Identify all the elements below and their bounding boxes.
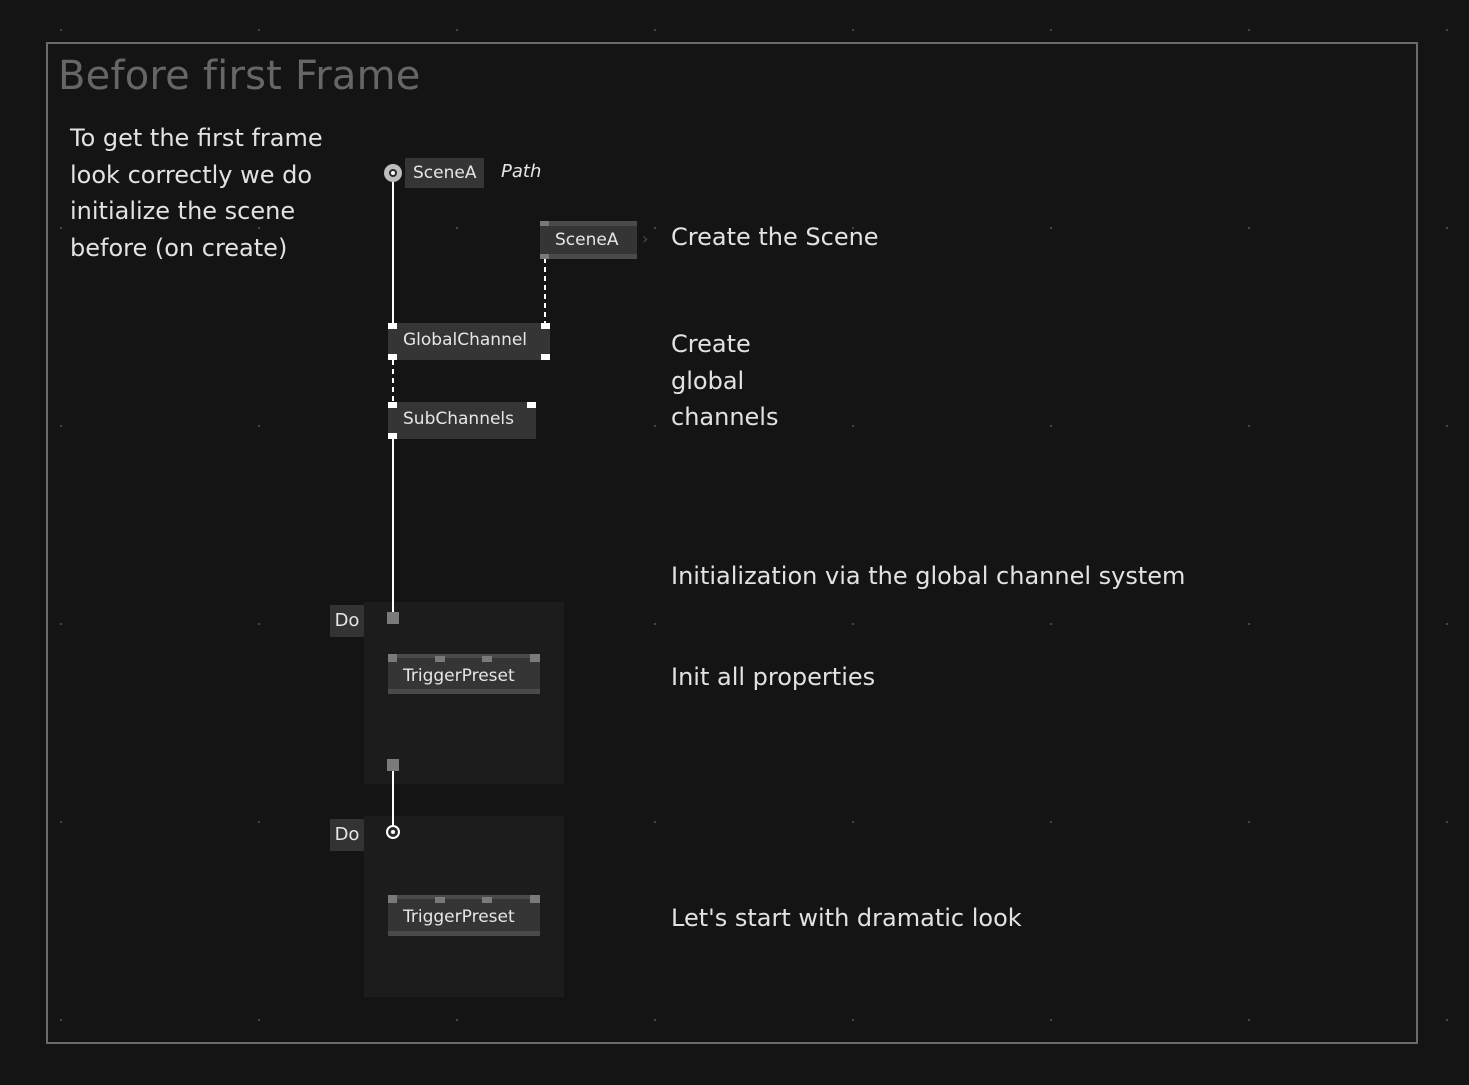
trigger-preset-node-2[interactable]: TriggerPreset [388,895,540,936]
trigger-preset-1-pin-2[interactable] [435,656,445,662]
sub-channels-input-pin-2[interactable] [527,402,536,408]
scene-create-output-pin[interactable] [540,254,549,259]
trigger-preset-2-pin-2[interactable] [435,897,445,903]
trigger-preset-1-pin-1[interactable] [388,654,397,662]
scene-create-input-pin[interactable] [540,221,549,226]
do-region-1-output-pin[interactable] [387,759,399,771]
dramatic-look-comment: Let's start with dramatic look [671,904,1022,932]
initialization-comment: Initialization via the global channel sy… [671,562,1186,590]
init-properties-comment: Init all properties [671,663,876,691]
trigger-preset-node-1[interactable]: TriggerPreset [388,654,540,694]
global-channel-input-pin-2[interactable] [541,323,550,329]
sub-channels-node[interactable]: SubChannels [388,402,536,439]
scene-input-node[interactable]: SceneA [405,158,485,188]
group-frame[interactable] [46,42,1418,1044]
do-region-1-input-pin[interactable] [387,612,399,624]
create-global-channels-comment: Create global channels [671,330,779,432]
sub-channels-input-pin-1[interactable] [388,402,397,408]
trigger-preset-2-pin-1[interactable] [388,895,397,903]
global-channel-node[interactable]: GlobalChannel [388,323,550,360]
scene-input-pin-center [391,171,395,175]
trigger-preset-2-pin-4[interactable] [530,895,540,903]
do-region-2-input-pin[interactable] [386,825,400,839]
intro-comment: To get the first frame look correctly we… [70,124,323,262]
do-region-2-label[interactable]: Do [330,819,364,851]
scene-create-node[interactable]: SceneA [540,221,637,259]
global-channel-input-pin-1[interactable] [388,323,397,329]
trigger-preset-1-pin-4[interactable] [530,654,540,662]
group-title: Before first Frame [58,53,421,99]
trigger-preset-2-pin-3[interactable] [482,897,492,903]
sub-channels-output-pin[interactable] [388,433,397,439]
trigger-preset-1-pin-3[interactable] [482,656,492,662]
chevron-right-icon[interactable]: › [642,229,649,248]
scene-input-type-label: Path [501,161,542,182]
global-channel-output-pin-2[interactable] [541,354,550,360]
do-region-1-label[interactable]: Do [330,605,364,637]
global-channel-output-pin-1[interactable] [388,354,397,360]
create-scene-comment: Create the Scene [671,223,879,251]
